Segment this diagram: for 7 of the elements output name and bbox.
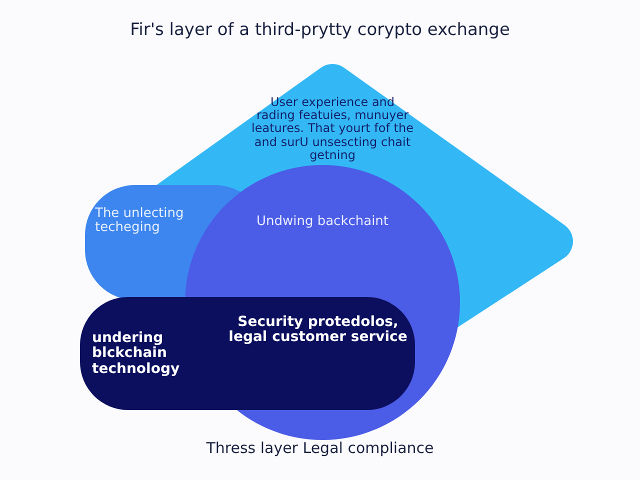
- node-text: The unlecting techeging: [95, 207, 185, 236]
- layer-caption: Thress layer Legal compliance: [205, 440, 435, 458]
- node-text: User experience and rading featuies, munuyer leatures. That yourt fof the and surU unsescting chait getning: [250, 96, 414, 162]
- node-text: Undwing backchaint: [255, 215, 390, 230]
- node-text: undering blckchain technology: [92, 331, 181, 378]
- diagram-title: Fir's layer of a third-prytty corypto exchange: [129, 20, 511, 40]
- node-text: Security protedolos, legal customer service: [228, 315, 408, 346]
